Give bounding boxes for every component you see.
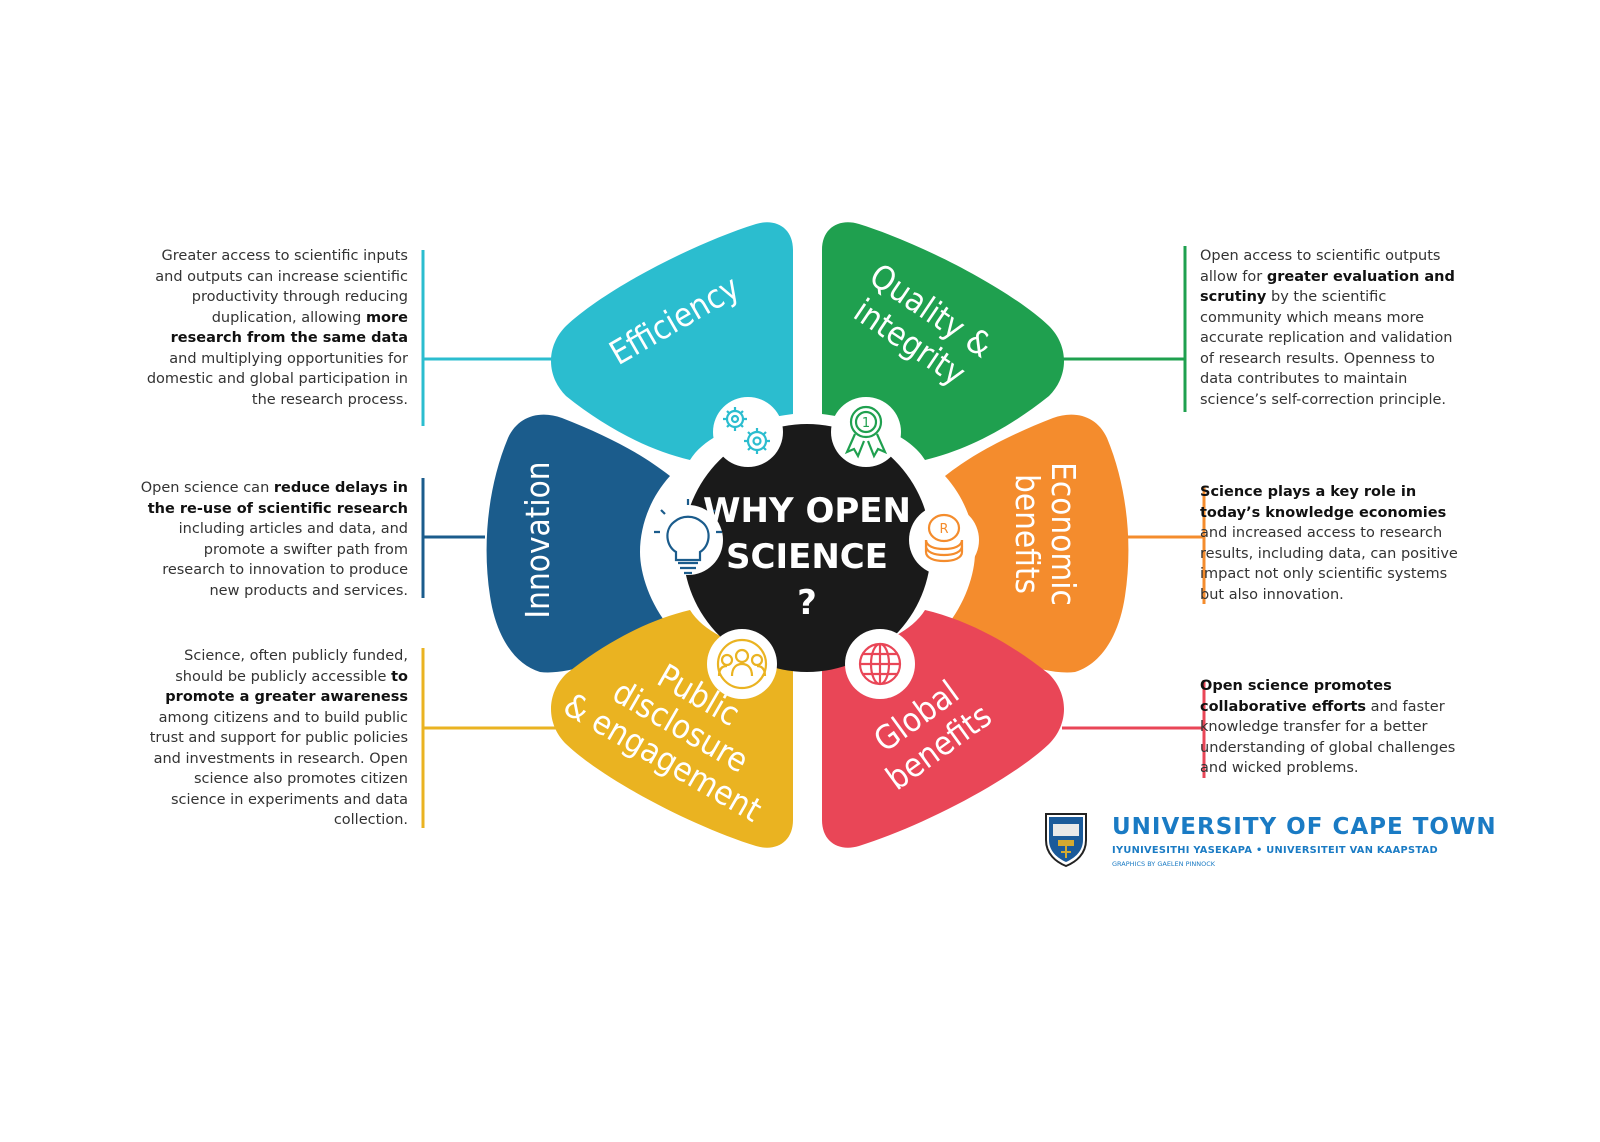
center-title-line1: WHY OPEN	[703, 491, 911, 531]
uct-crest-icon	[1045, 813, 1087, 868]
gears-icon	[723, 407, 770, 454]
uct-title: UNIVERSITY OF CAPE TOWN	[1112, 814, 1497, 840]
desc-public: Science, often publicly funded, should b…	[149, 648, 408, 828]
uct-logo: UNIVERSITY OF CAPE TOWN IYUNIVESITHI YAS…	[1044, 810, 1496, 870]
label-innovation: Innovation	[518, 461, 557, 618]
petal-quality[interactable]	[822, 222, 1064, 460]
label-economic: Economic benefits	[1008, 462, 1083, 606]
globe-icon	[858, 642, 902, 686]
label-economic-line1: Economic	[1044, 462, 1083, 606]
desc-innovation: Open science can reduce delays in the re…	[140, 480, 408, 599]
people-group-icon	[716, 638, 768, 690]
petal-economic[interactable]	[945, 414, 1129, 673]
desc-economic: Science plays a key role in today’s know…	[1200, 484, 1458, 603]
desc-global: Open science promotes collaborative effo…	[1200, 678, 1456, 776]
graphics-credit: GRAPHICS BY GAELEN PINNOCK	[1112, 860, 1216, 868]
center-title-line3: ?	[797, 583, 817, 623]
award-ribbon-icon: 1	[844, 405, 888, 459]
petal-efficiency[interactable]	[551, 222, 793, 460]
svg-text:1: 1	[862, 416, 870, 431]
uct-subtitle: IYUNIVESITHI YASEKAPA • UNIVERSITEIT VAN…	[1112, 845, 1438, 856]
center-title-line2: SCIENCE	[726, 537, 888, 577]
connectors-left	[421, 250, 556, 828]
lightbulb-icon	[654, 499, 722, 575]
label-economic-line2: benefits	[1008, 474, 1047, 594]
center-circle	[683, 424, 931, 672]
coins-icon: R	[924, 513, 964, 563]
petal-innovation[interactable]	[486, 414, 670, 673]
svg-text:R: R	[939, 522, 948, 537]
desc-quality: Open access to scientific outputs allow …	[1200, 248, 1455, 408]
desc-efficiency: Greater access to scientific inputs and …	[146, 248, 408, 408]
connectors-right	[1062, 246, 1206, 778]
